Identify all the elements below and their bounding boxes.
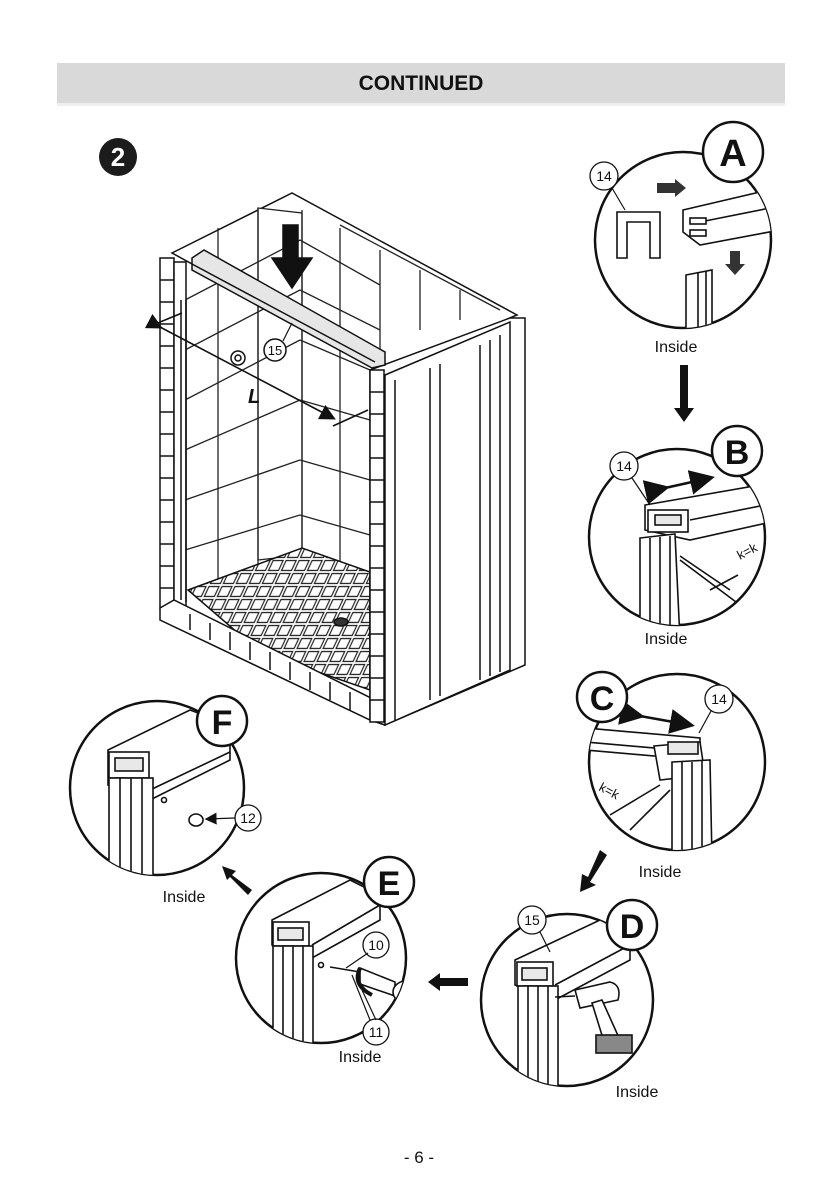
shower-enclosure-view [148, 193, 525, 725]
detail-a-part-14: 14 [596, 168, 612, 184]
right-side-panel [370, 318, 525, 725]
drain [334, 618, 348, 626]
detail-letter-e: E [378, 865, 401, 903]
detail-letter-c: C [590, 680, 615, 718]
detail-c-caption: Inside [639, 864, 682, 881]
detail-e-part-11: 11 [369, 1024, 384, 1040]
detail-letter-b: B [725, 434, 750, 472]
page-number: - 6 - [0, 1148, 838, 1168]
detail-letter-a: A [719, 133, 746, 175]
detail-e-caption: Inside [339, 1049, 382, 1066]
detail-letter-d: D [620, 908, 645, 946]
detail-d-caption: Inside [616, 1084, 659, 1101]
detail-e-part-10: 10 [368, 937, 384, 953]
dimension-label-l: L [248, 386, 260, 408]
detail-f-caption: Inside [163, 889, 206, 906]
detail-d-part-15: 15 [524, 912, 540, 928]
part-label-15: 15 [268, 343, 282, 358]
detail-c-part-14: 14 [711, 691, 727, 707]
left-wall-edge [160, 258, 186, 608]
detail-a-caption: Inside [655, 339, 698, 356]
detail-b-caption: Inside [645, 631, 688, 648]
detail-a [590, 122, 780, 422]
detail-letter-f: F [212, 704, 233, 742]
detail-b-part-14: 14 [616, 458, 632, 474]
detail-f-part-12: 12 [240, 810, 256, 826]
